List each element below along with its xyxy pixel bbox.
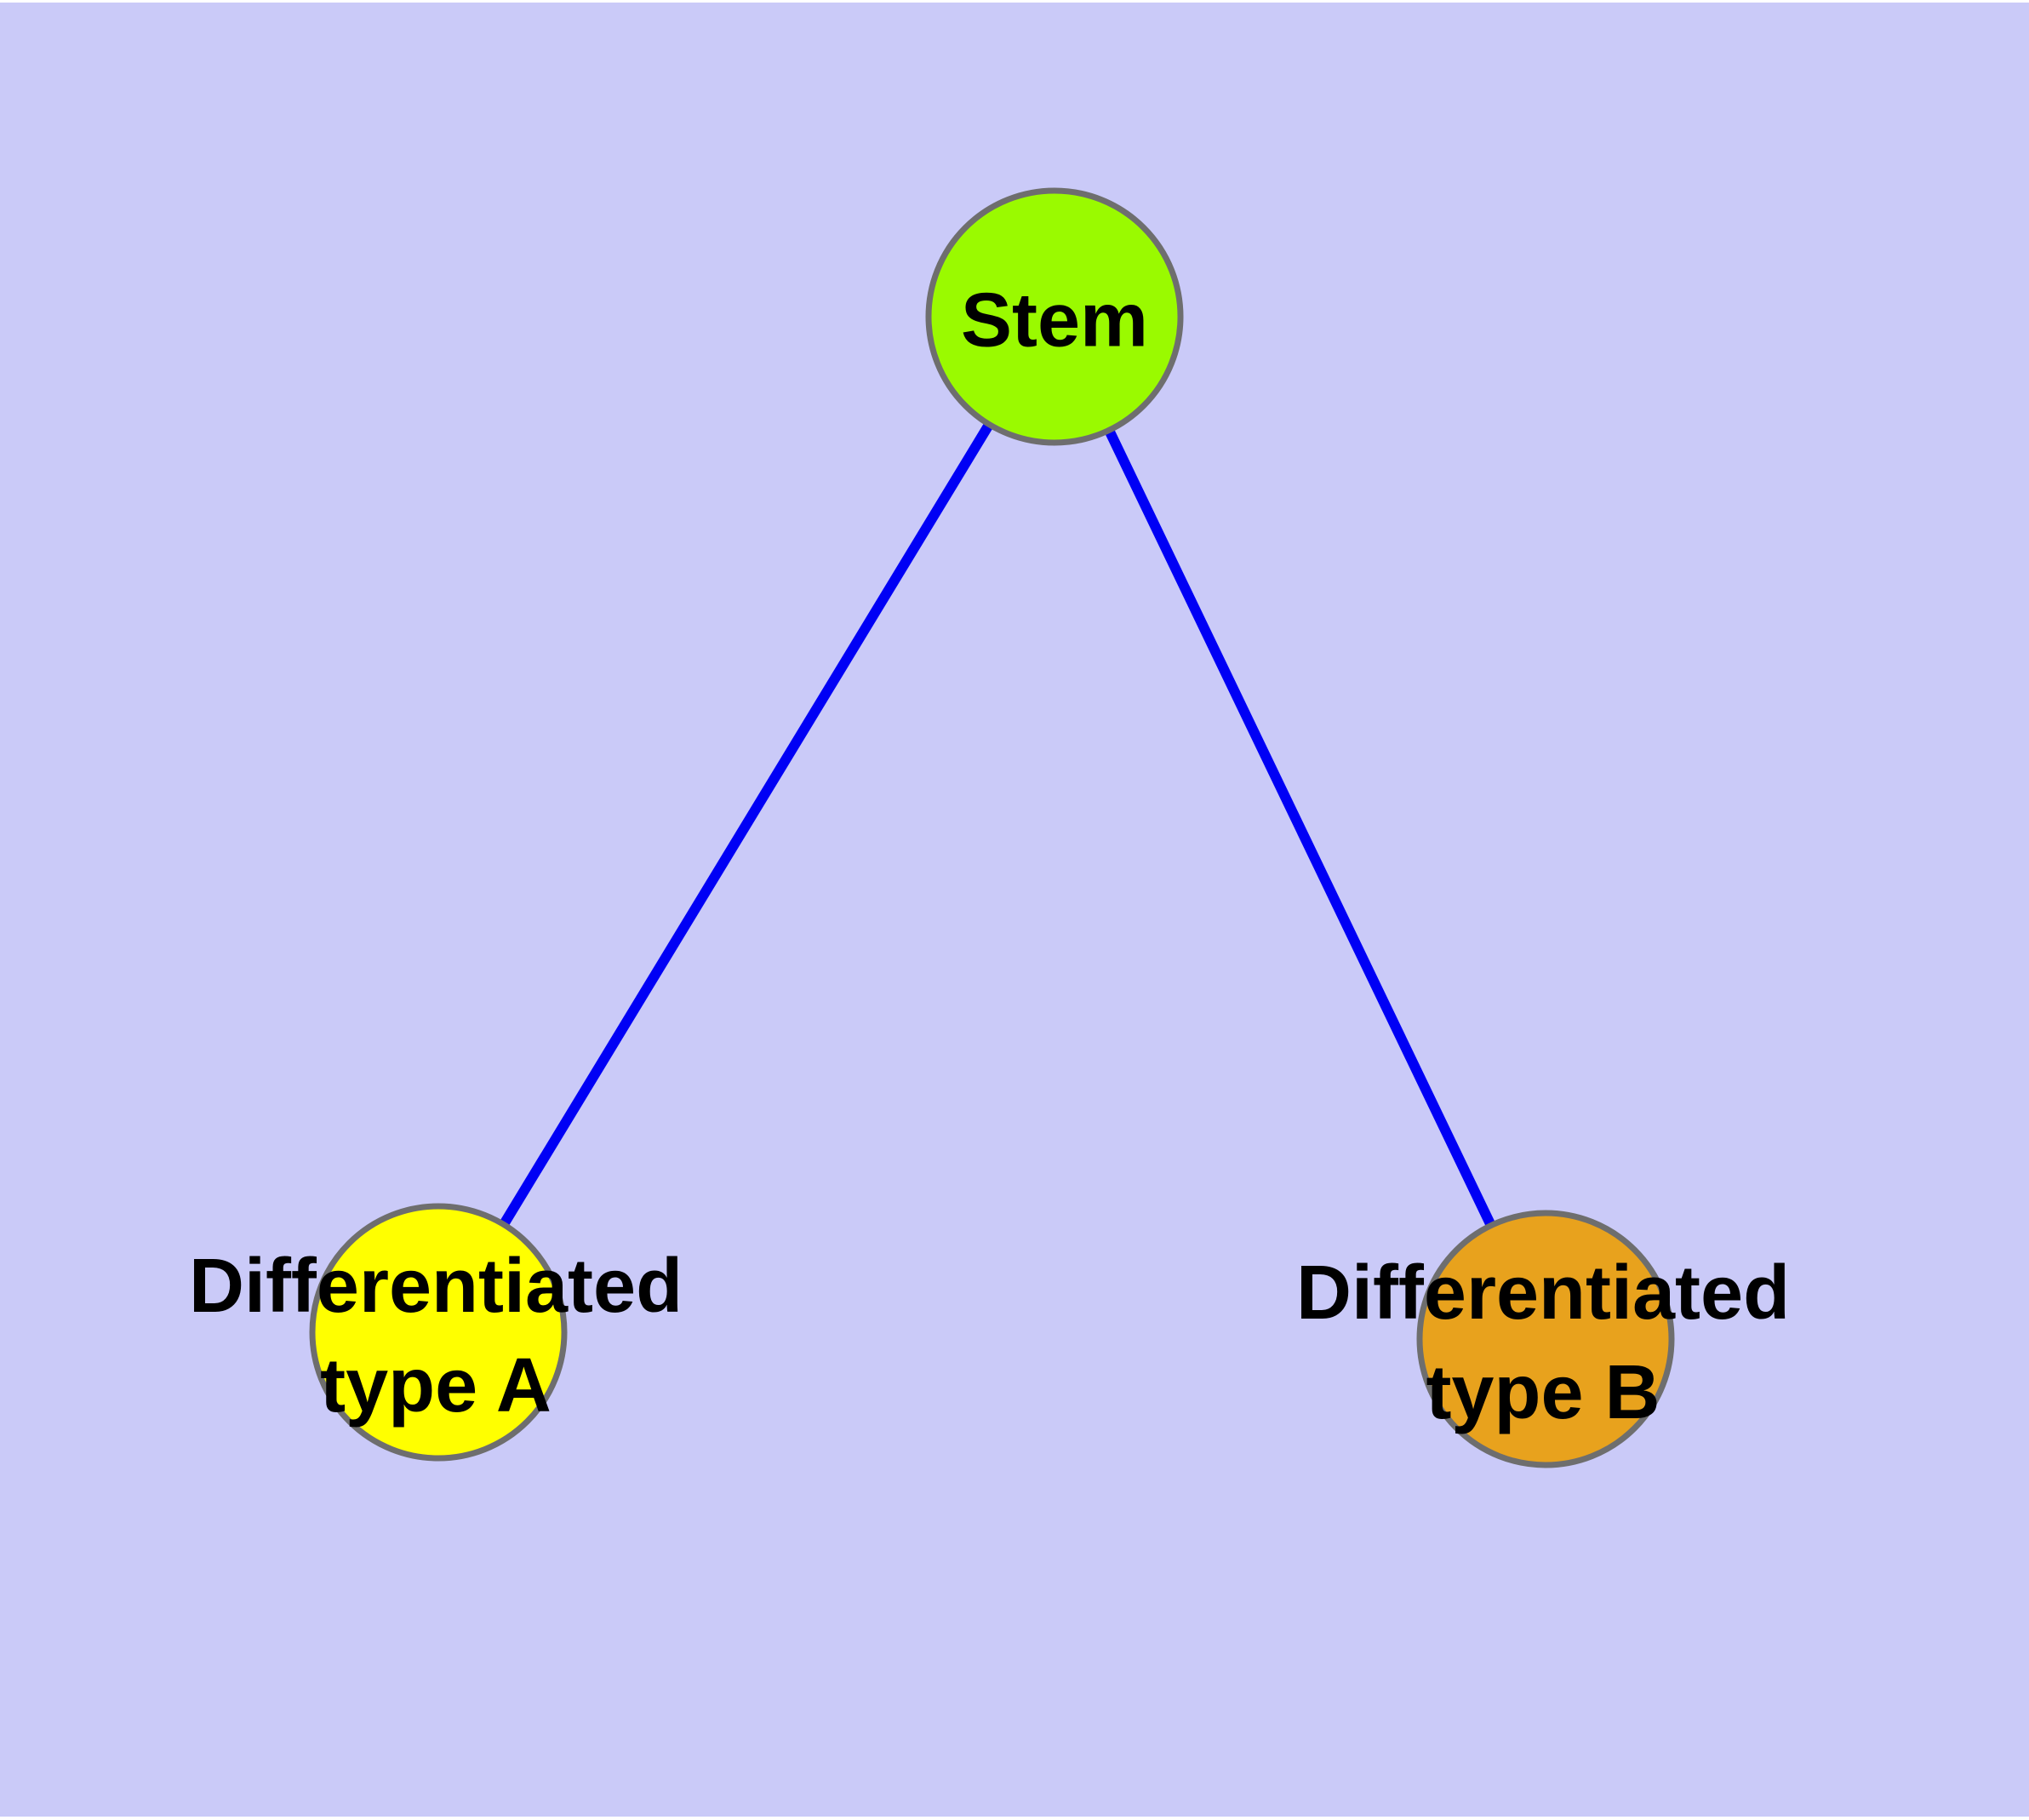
edge-stem-to-type-b xyxy=(1049,314,1551,1342)
node-differentiated-type-a xyxy=(309,1203,568,1462)
node-differentiated-type-b xyxy=(1416,1210,1675,1468)
edge-stem-to-type-a xyxy=(433,313,1060,1336)
node-stem xyxy=(925,187,1184,446)
